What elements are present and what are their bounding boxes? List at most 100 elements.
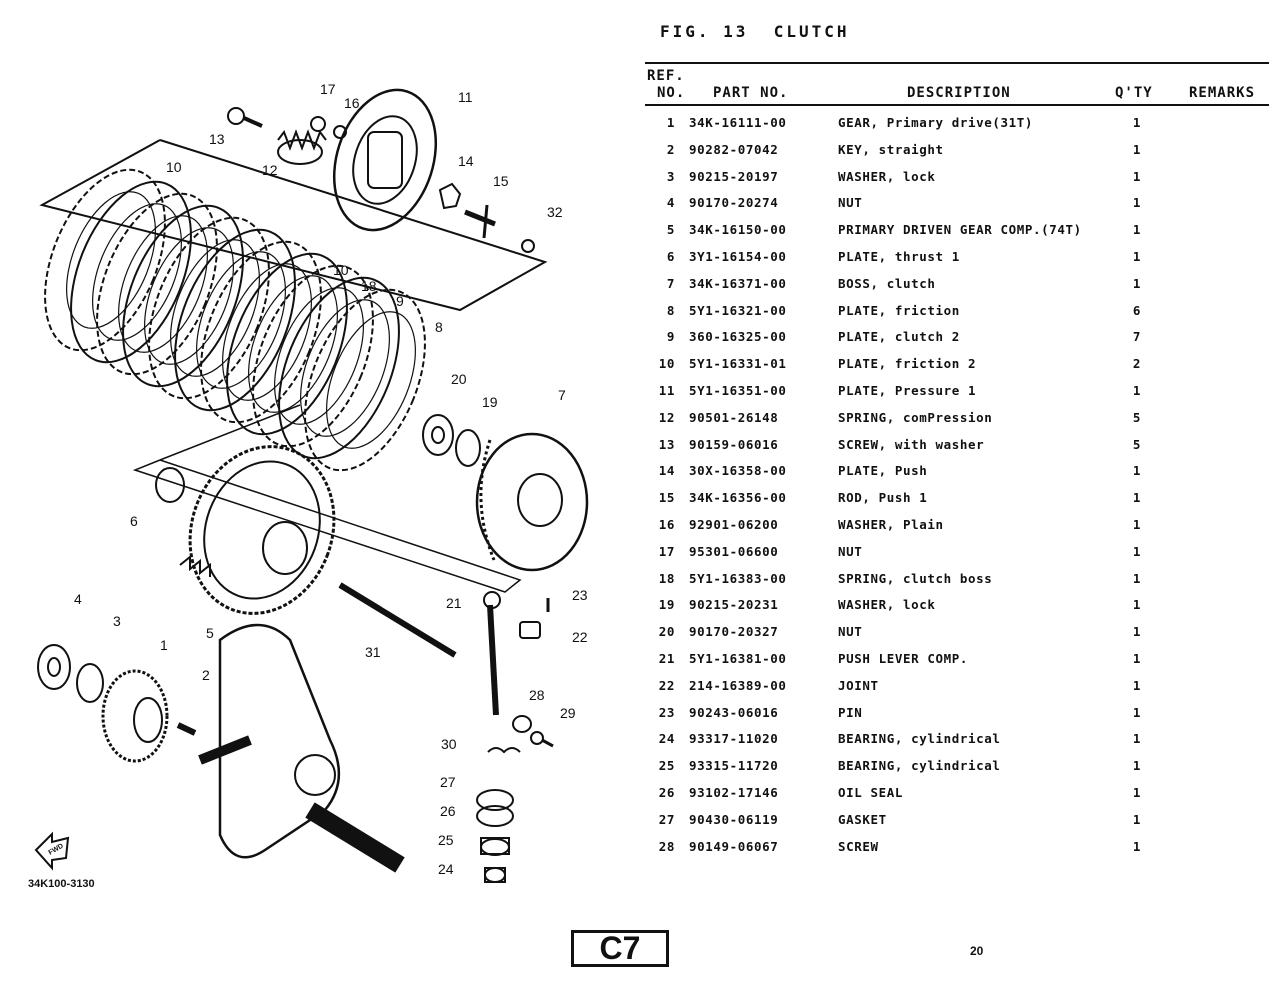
clutch-plate bbox=[200, 240, 322, 424]
ref-cell: 23 bbox=[658, 704, 675, 720]
header-qty: Q'TY bbox=[1115, 85, 1153, 101]
callout-number: 12 bbox=[262, 162, 278, 178]
part-number-cell: 34K-16150-00 bbox=[689, 222, 787, 238]
clutch-plate bbox=[252, 264, 374, 448]
part-number-cell: 214-16389-00 bbox=[689, 677, 787, 693]
description-cell: KEY, straight bbox=[838, 141, 944, 157]
header-ref-line1: REF. bbox=[647, 68, 685, 84]
part-number-cell: 34K-16111-00 bbox=[689, 115, 787, 130]
ref-cell: 18 bbox=[658, 570, 675, 586]
clutch-plate bbox=[70, 180, 192, 364]
callout-number: 2 bbox=[202, 667, 210, 683]
quantity-cell: 1 bbox=[1132, 570, 1142, 586]
quantity-cell: 1 bbox=[1132, 784, 1142, 800]
page-number: 20 bbox=[970, 944, 984, 958]
quantity-cell: 6 bbox=[1132, 302, 1142, 318]
part-number-cell: 90170-20274 bbox=[689, 195, 779, 211]
callout-number: 28 bbox=[529, 687, 545, 703]
part-number-cell: 90170-20327 bbox=[689, 624, 779, 640]
ref-cell: 20 bbox=[658, 624, 675, 640]
ref-cell: 24 bbox=[658, 731, 675, 747]
description-cell: PLATE, Pressure 1 bbox=[838, 382, 977, 398]
ref-cell: 3 bbox=[666, 168, 675, 184]
clutch-plate-inner bbox=[118, 215, 208, 353]
ref-cell: 22 bbox=[658, 677, 675, 693]
ref-cell: 16 bbox=[658, 516, 675, 532]
description-cell: BOSS, clutch bbox=[838, 275, 936, 291]
table-top-rule bbox=[645, 62, 1269, 64]
quantity-cell: 5 bbox=[1132, 436, 1142, 452]
callout-number: 11 bbox=[458, 89, 473, 105]
part-number-cell: 90243-06016 bbox=[689, 704, 779, 720]
description-cell: PRIMARY DRIVEN GEAR COMP.(74T) bbox=[838, 222, 1082, 238]
part-number-cell: 5Y1-16331-01 bbox=[689, 356, 787, 372]
quantity-cell: 1 bbox=[1132, 624, 1142, 640]
table-row: 20 90170-20327 NUT 1 bbox=[645, 621, 1269, 648]
ref-cell: 28 bbox=[658, 838, 675, 854]
clutch-plate-inner bbox=[222, 263, 312, 401]
table-header-rule bbox=[645, 104, 1269, 106]
header-ref-line2: NO. bbox=[657, 85, 686, 101]
callout-number: 13 bbox=[209, 131, 225, 147]
part-number-cell: 30X-16358-00 bbox=[689, 463, 787, 479]
callout-number: 3 bbox=[113, 613, 121, 629]
description-cell: NUT bbox=[838, 624, 863, 640]
description-cell: ROD, Push 1 bbox=[838, 490, 928, 506]
callout-number: 10 bbox=[333, 262, 349, 278]
fwd-label: FWD bbox=[48, 843, 65, 857]
ref-cell: 21 bbox=[658, 650, 675, 666]
clutch-plate-inner bbox=[66, 191, 156, 329]
part-number-cell: 93317-11020 bbox=[689, 731, 779, 747]
callout-number: 7 bbox=[558, 387, 566, 403]
callout-number: 6 bbox=[130, 513, 138, 529]
page-code: C7 bbox=[599, 930, 641, 966]
callout-number: 25 bbox=[438, 832, 454, 848]
ref-cell: 6 bbox=[666, 248, 675, 264]
table-row: 5 34K-16150-00 PRIMARY DRIVEN GEAR COMP.(7… bbox=[645, 219, 1269, 246]
part-number-cell: 92901-06200 bbox=[689, 516, 779, 532]
part-number-cell: 90215-20231 bbox=[689, 597, 779, 613]
quantity-cell: 1 bbox=[1132, 490, 1142, 506]
description-cell: WASHER, Plain bbox=[838, 516, 944, 532]
callout-number: 31 bbox=[365, 644, 381, 660]
callout-number: 19 bbox=[482, 394, 498, 410]
ref-cell: 5 bbox=[666, 222, 675, 238]
part-number-cell: 34K-16371-00 bbox=[689, 275, 787, 291]
drawing-code: 34K100-3130 bbox=[28, 878, 95, 890]
description-cell: PIN bbox=[838, 704, 863, 720]
quantity-cell: 1 bbox=[1132, 650, 1142, 666]
ref-cell: 12 bbox=[658, 409, 675, 425]
ref-cell: 13 bbox=[658, 436, 675, 452]
quantity-cell: 5 bbox=[1132, 409, 1142, 425]
quantity-cell: 1 bbox=[1132, 758, 1142, 774]
callout-number: 5 bbox=[206, 625, 214, 641]
callout-number: 21 bbox=[446, 595, 462, 611]
callout-number: 4 bbox=[74, 591, 82, 607]
part-number-cell: 93315-11720 bbox=[689, 758, 779, 774]
callout-number: 9 bbox=[396, 293, 404, 309]
ref-cell: 27 bbox=[658, 811, 675, 827]
description-cell: WASHER, lock bbox=[838, 168, 936, 184]
ref-cell: 2 bbox=[666, 141, 675, 157]
clutch-plate-inner bbox=[326, 311, 416, 449]
description-cell: BEARING, cylindrical bbox=[838, 758, 1001, 774]
ref-cell: 15 bbox=[658, 490, 675, 506]
ref-cell: 4 bbox=[666, 195, 675, 211]
description-cell: GASKET bbox=[838, 811, 887, 827]
